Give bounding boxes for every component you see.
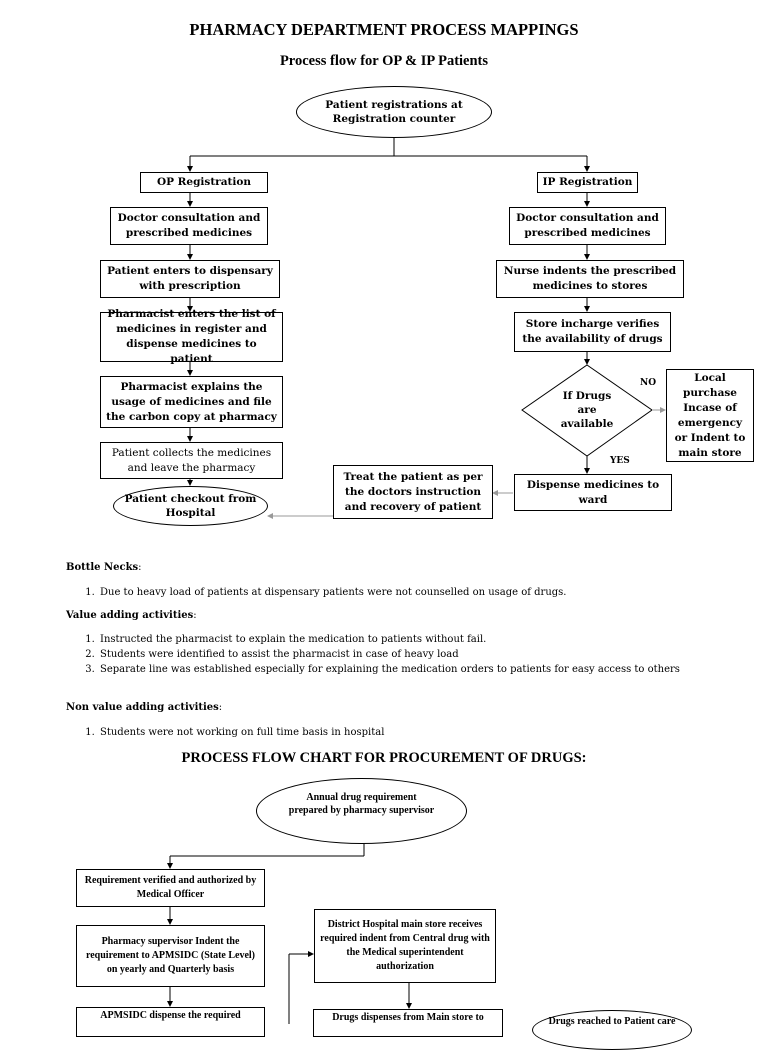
dispense-ward-box: Dispense medicines to ward [514, 474, 672, 511]
supervisor-indent-box: Pharmacy supervisor Indent the requireme… [76, 925, 265, 987]
treat-patient-box: Treat the patient as per the doctors ins… [333, 465, 493, 519]
page-title: PHARMACY DEPARTMENT PROCESS MAPPINGS [189, 20, 579, 39]
drugs-available-decision: If Drugs are available [560, 390, 614, 430]
op-dispensary-box: Patient enters to dispensary with prescr… [100, 260, 280, 298]
checkout-oval: Patient checkout from Hospital [113, 486, 268, 526]
list-item: Instructed the pharmacist to explain the… [98, 632, 718, 647]
op-doctor-consultation-box: Doctor consultation and prescribed medic… [110, 207, 268, 245]
local-purchase-box: Local purchase Incase of emergency or In… [666, 369, 754, 462]
bottle-necks-list: Due to heavy load of patients at dispens… [66, 585, 718, 600]
ip-nurse-indent-box: Nurse indents the prescribed medicines t… [496, 260, 684, 298]
flow-subtitle: Process flow for OP & IP Patients [279, 53, 489, 69]
op-pharmacist-list-box: Pharmacist enters the list of medicines … [100, 308, 283, 365]
ip-doctor-consultation-box: Doctor consultation and prescribed medic… [509, 207, 666, 245]
flow-connectors [167, 138, 666, 1024]
main-store-dispense-box: Drugs dispenses from Main store to [313, 1009, 503, 1037]
non-value-adding-list: Students were not working on full time b… [66, 725, 718, 740]
op-pharmacist-explain-box: Pharmacist explains the usage of medicin… [100, 376, 283, 428]
apmsidc-dispense-box: APMSIDC dispense the required [76, 1007, 265, 1037]
annual-requirement-oval: Annual drug requirement prepared by phar… [256, 778, 467, 844]
ip-store-verify-box: Store incharge verifies the availability… [514, 312, 671, 352]
ip-registration-box: IP Registration [537, 172, 638, 193]
list-item: Separate line was established especially… [98, 662, 718, 677]
value-adding-list: Instructed the pharmacist to explain the… [66, 632, 718, 677]
bottle-necks-heading: Bottle Necks: [66, 562, 142, 573]
non-value-adding-heading: Non value adding activities: [66, 702, 223, 713]
drugs-reached-oval: Drugs reached to Patient care [532, 1010, 692, 1050]
district-store-box: District Hospital main store receives re… [314, 909, 496, 983]
requirement-verified-box: Requirement verified and authorized by M… [76, 869, 265, 907]
op-registration-box: OP Registration [140, 172, 268, 193]
list-item: Students were not working on full time b… [98, 725, 718, 740]
yes-label: YES [610, 456, 630, 466]
op-collect-medicines-box: Patient collects the medicines and leave… [100, 442, 283, 479]
value-adding-heading: Value adding activities: [66, 610, 197, 621]
list-item: Due to heavy load of patients at dispens… [98, 585, 718, 600]
procurement-title: PROCESS FLOW CHART FOR PROCUREMENT OF DR… [181, 750, 587, 766]
list-item: Students were identified to assist the p… [98, 647, 718, 662]
registration-oval: Patient registrations at Registration co… [296, 86, 492, 138]
no-label: NO [640, 378, 657, 388]
